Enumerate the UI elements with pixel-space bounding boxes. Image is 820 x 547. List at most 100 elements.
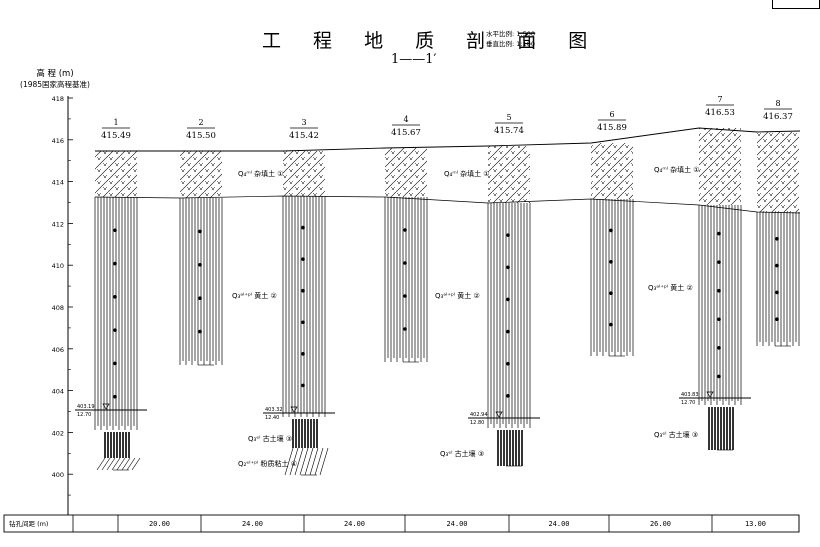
sample-point	[301, 288, 305, 293]
borehole-number: 7	[717, 95, 722, 104]
sample-point	[403, 294, 407, 298]
fill-layer-hatch	[488, 146, 530, 203]
sample-point	[775, 237, 779, 241]
axis-tick-label: 410	[52, 262, 64, 270]
fill-layer-hatch	[283, 151, 325, 196]
section-label: 1——1′	[391, 52, 437, 67]
silt-stroke	[289, 447, 299, 476]
sample-point	[113, 261, 117, 266]
sample-point	[506, 265, 510, 270]
axis-tick-label: 406	[52, 346, 64, 354]
sample-point	[775, 317, 779, 322]
water-level-icon	[495, 411, 503, 418]
sample-point	[113, 295, 117, 299]
borehole-elevation: 416.37	[763, 112, 793, 122]
sample-point	[609, 322, 613, 327]
loess-layer	[756, 212, 800, 346]
borehole-number: 4	[403, 115, 408, 124]
axis-tick-label: 414	[52, 179, 64, 187]
sample-point	[506, 361, 510, 366]
ground-surface-line	[95, 127, 801, 152]
axis-tick-label: 416	[52, 137, 64, 145]
sample-point	[506, 394, 510, 398]
layer-label: Q₃ᵃˡ⁺ᵖˡ 黄土 ②	[435, 291, 480, 300]
silt-stroke	[314, 447, 324, 476]
silt-stroke	[121, 457, 131, 471]
spacing-value: 24.00	[548, 520, 569, 528]
sample-point	[301, 383, 305, 388]
sample-point	[609, 291, 613, 296]
loess-layer	[590, 199, 634, 356]
borehole-elevation: 415.89	[597, 123, 627, 133]
layer-label: Q₄ᵐˡ 杂填土 ①	[238, 169, 284, 178]
sample-point	[506, 297, 510, 302]
sample-point	[775, 263, 779, 268]
water-level-date: 12.80	[470, 420, 484, 426]
loess-layer	[94, 197, 138, 430]
sample-point	[301, 352, 305, 356]
sample-point	[113, 328, 117, 332]
silt-stroke	[111, 457, 121, 471]
water-level-icon	[102, 403, 110, 410]
sample-point	[113, 228, 117, 233]
silt-stroke	[131, 457, 141, 471]
silt-stroke	[284, 447, 294, 476]
borehole-elevation: 415.49	[101, 131, 131, 141]
fill-layer-hatch	[385, 148, 427, 197]
water-level-date: 12.40	[265, 415, 279, 421]
borehole-elevation: 416.53	[705, 108, 735, 118]
water-level-elev: 403.32	[265, 407, 283, 413]
spacing-value: 24.00	[446, 520, 467, 528]
loess-layer	[282, 196, 326, 417]
borehole-number: 3	[301, 118, 306, 127]
spacing-table-header: 钻孔间距 (m)	[9, 519, 48, 528]
silt-stroke	[101, 457, 111, 471]
axis-tick-label: 402	[52, 429, 64, 437]
layer-label: Q₄ᵐˡ 杂填土 ①	[654, 165, 700, 174]
sample-point	[717, 317, 721, 322]
silt-stroke	[294, 447, 304, 476]
paleosol-layer	[292, 419, 318, 448]
water-level-date: 12.70	[77, 412, 91, 418]
sample-point	[506, 329, 510, 334]
loess-layer	[384, 197, 428, 362]
fill-layer-hatch	[757, 132, 799, 212]
sample-point	[301, 320, 305, 325]
sample-point	[113, 361, 117, 366]
loess-layer	[179, 198, 223, 365]
spacing-value: 24.00	[242, 520, 263, 528]
sample-point	[403, 261, 407, 265]
axis-tick-label: 400	[52, 471, 64, 479]
layer-label: Q₃ᵃˡ⁺ᵖˡ 黄土 ②	[648, 283, 693, 292]
fill-layer-hatch	[180, 151, 222, 198]
spacing-value: 20.00	[149, 520, 170, 528]
sample-point	[198, 263, 202, 267]
loess-layer	[487, 203, 531, 428]
water-level-elev: 403.83	[681, 392, 699, 398]
paleosol-layer	[708, 407, 734, 450]
silty-clay-layer	[96, 457, 141, 471]
silt-stroke	[304, 447, 314, 476]
sample-point	[717, 260, 721, 264]
borehole-number: 6	[609, 110, 614, 119]
sample-point	[609, 228, 613, 233]
layer-label: Q₃ᵉˡ 古土壤 ③	[654, 430, 698, 439]
horizontal-scale: 水平比例: 1:500	[486, 30, 535, 38]
spacing-table-frame	[3, 514, 800, 533]
borehole-number: 5	[506, 113, 511, 122]
sample-point	[717, 346, 721, 350]
paleosol-layer	[497, 430, 523, 466]
sample-point	[403, 228, 407, 232]
axis-tick-label: 408	[52, 304, 64, 312]
water-level-icon	[706, 391, 714, 398]
loess-layer	[698, 205, 742, 405]
borehole-elevation: 415.74	[494, 126, 524, 136]
sample-point	[301, 257, 305, 261]
vertical-scale: 垂直比例: 1:100	[486, 40, 535, 48]
silt-stroke	[319, 447, 329, 476]
borehole-elevation: 415.67	[391, 128, 421, 138]
sample-point	[403, 327, 407, 331]
silt-stroke	[126, 457, 136, 471]
